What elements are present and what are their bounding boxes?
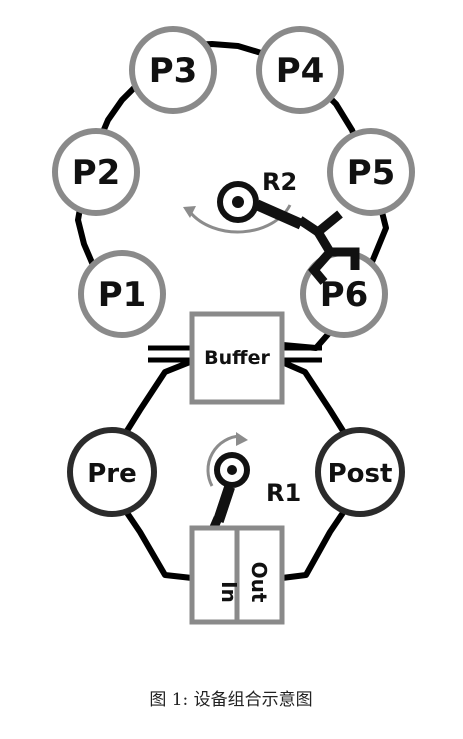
buffer-connectors bbox=[148, 345, 322, 363]
chamber-p3-label: P3 bbox=[149, 51, 198, 91]
port-out-label: Out bbox=[247, 562, 271, 603]
chamber-post: Post bbox=[315, 427, 405, 517]
chamber-p1-label: P1 bbox=[98, 275, 147, 315]
port-in-label: In bbox=[217, 581, 241, 603]
robot-r1-label: R1 bbox=[266, 479, 301, 507]
buffer-station: Buffer bbox=[189, 311, 285, 405]
chamber-p6-label: P6 bbox=[320, 275, 369, 315]
chamber-p2-label: P2 bbox=[72, 153, 121, 193]
r1-arrow-head-icon bbox=[236, 432, 248, 446]
chamber-p5-label: P5 bbox=[347, 153, 396, 193]
chamber-p4-label: P4 bbox=[276, 51, 325, 91]
chamber-post-label: Post bbox=[328, 459, 393, 489]
chamber-p5: P5 bbox=[327, 128, 415, 216]
robot-r2: R2 bbox=[183, 168, 360, 285]
robot-r2-label: R2 bbox=[262, 168, 297, 196]
buffer-label: Buffer bbox=[204, 347, 270, 369]
load-ports: In Out bbox=[189, 525, 285, 625]
chamber-pre-label: Pre bbox=[87, 459, 137, 489]
chamber-p2: P2 bbox=[52, 128, 140, 216]
figure-caption: 图 1: 设备组合示意图 bbox=[149, 690, 312, 710]
chamber-p4: P4 bbox=[256, 26, 344, 114]
chamber-p3: P3 bbox=[129, 26, 217, 114]
r2-arrow-head-icon bbox=[183, 206, 196, 218]
r1-rotation-arrow bbox=[206, 434, 241, 487]
chamber-p1: P1 bbox=[78, 250, 166, 338]
chamber-pre: Pre bbox=[67, 427, 157, 517]
